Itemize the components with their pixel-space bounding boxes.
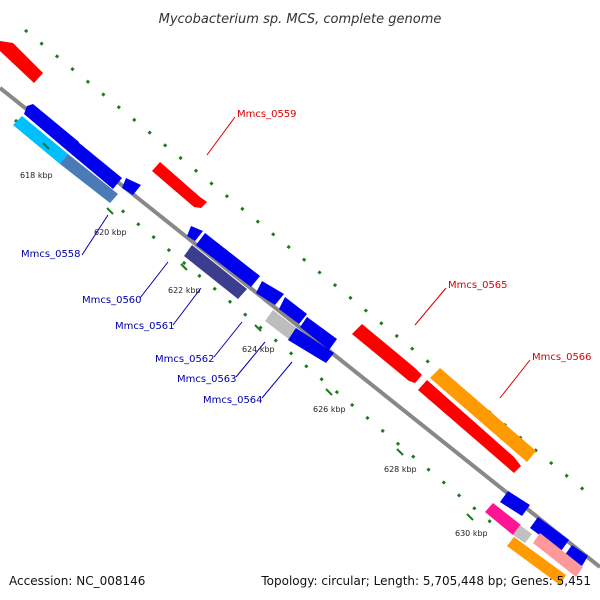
label-leader xyxy=(261,361,293,399)
gene-label-mmcs-0558[interactable]: Mmcs_0558 xyxy=(21,249,81,260)
gene-label-mmcs-0562[interactable]: Mmcs_0562 xyxy=(155,354,215,365)
gene-arrow-reverse xyxy=(530,517,569,551)
gene-arrow-reverse xyxy=(564,545,588,566)
gene-arrow-reverse xyxy=(60,154,118,203)
gene-arrow-reverse xyxy=(24,104,79,153)
tick-mark xyxy=(106,207,114,215)
gene-arrow-reverse xyxy=(13,116,68,164)
gene-arrow-reverse xyxy=(507,537,566,585)
tick-mark xyxy=(396,448,404,456)
gene-arrow-reverse xyxy=(500,491,530,516)
tick-marks xyxy=(42,142,474,521)
label-leader xyxy=(235,341,266,378)
label-leader xyxy=(172,287,202,326)
tick-mark xyxy=(180,263,188,271)
gene-arrow-reverse xyxy=(300,317,337,350)
label-leader xyxy=(139,261,169,299)
label-leader xyxy=(81,214,109,256)
tick-mark xyxy=(325,388,333,396)
accession-text: Accession: NC_008146 xyxy=(9,574,145,588)
tick-mark xyxy=(42,142,50,150)
tick-label: 630 kbp xyxy=(455,529,488,538)
tick-mark xyxy=(254,324,262,332)
gene-arrow-reverse xyxy=(288,328,334,363)
gene-label-mmcs-0564[interactable]: Mmcs_0564 xyxy=(203,395,263,406)
gene-arrow-reverse xyxy=(187,226,203,241)
gene-arrow-reverse xyxy=(513,525,532,543)
tick-rails xyxy=(14,28,591,532)
gene-arrow-reverse xyxy=(485,503,521,535)
label-leader xyxy=(213,321,243,358)
label-leader xyxy=(206,116,236,156)
label-leader xyxy=(414,287,447,326)
gene-arrow-forward xyxy=(418,380,521,473)
tick-mark xyxy=(466,513,474,521)
gene-arrow-reverse xyxy=(184,245,247,299)
gene-arrow-forward xyxy=(430,368,536,462)
label-leader xyxy=(499,359,531,399)
tick-label: 626 kbp xyxy=(313,405,346,414)
gene-arrow-reverse xyxy=(196,233,260,287)
gene-arrow-reverse xyxy=(265,310,299,340)
map-title: Mycobacterium sp. MCS, complete genome xyxy=(159,12,442,27)
gene-arrow-forward xyxy=(0,41,43,83)
tick-label: 620 kbp xyxy=(94,228,127,237)
tick-labels: 618 kbp 620 kbp 622 kbp 624 kbp 626 kbp … xyxy=(20,171,488,538)
gene-arrow-reverse xyxy=(533,533,583,577)
label-leaders xyxy=(81,116,531,399)
gene-label-mmcs-0565[interactable]: Mmcs_0565 xyxy=(448,280,508,291)
gene-label-mmcs-0560[interactable]: Mmcs_0560 xyxy=(82,295,142,306)
gene-labels: Mmcs_0559 Mmcs_0565 Mmcs_0566 Mmcs_0558 … xyxy=(21,109,592,406)
gene-label-mmcs-0561[interactable]: Mmcs_0561 xyxy=(115,321,175,332)
outer-tick-rail xyxy=(24,28,591,497)
reverse-strand-genes xyxy=(13,104,588,585)
tick-label: 618 kbp xyxy=(20,171,53,180)
gene-label-mmcs-0566[interactable]: Mmcs_0566 xyxy=(532,352,592,363)
tick-label: 628 kbp xyxy=(384,465,417,474)
gene-label-mmcs-0563[interactable]: Mmcs_0563 xyxy=(177,374,237,385)
gene-arrow-forward xyxy=(352,324,422,383)
gene-label-mmcs-0559[interactable]: Mmcs_0559 xyxy=(237,109,297,120)
genome-summary-text: Topology: circular; Length: 5,705,448 bp… xyxy=(260,574,591,588)
tick-label: 622 kbp xyxy=(168,286,201,295)
gene-arrow-reverse xyxy=(256,281,284,305)
forward-strand-genes xyxy=(0,41,536,473)
gene-arrow-reverse xyxy=(279,297,307,324)
gene-arrow-forward xyxy=(152,162,207,208)
gene-arrow-reverse xyxy=(122,178,141,195)
gene-arrow-reverse xyxy=(70,142,122,189)
